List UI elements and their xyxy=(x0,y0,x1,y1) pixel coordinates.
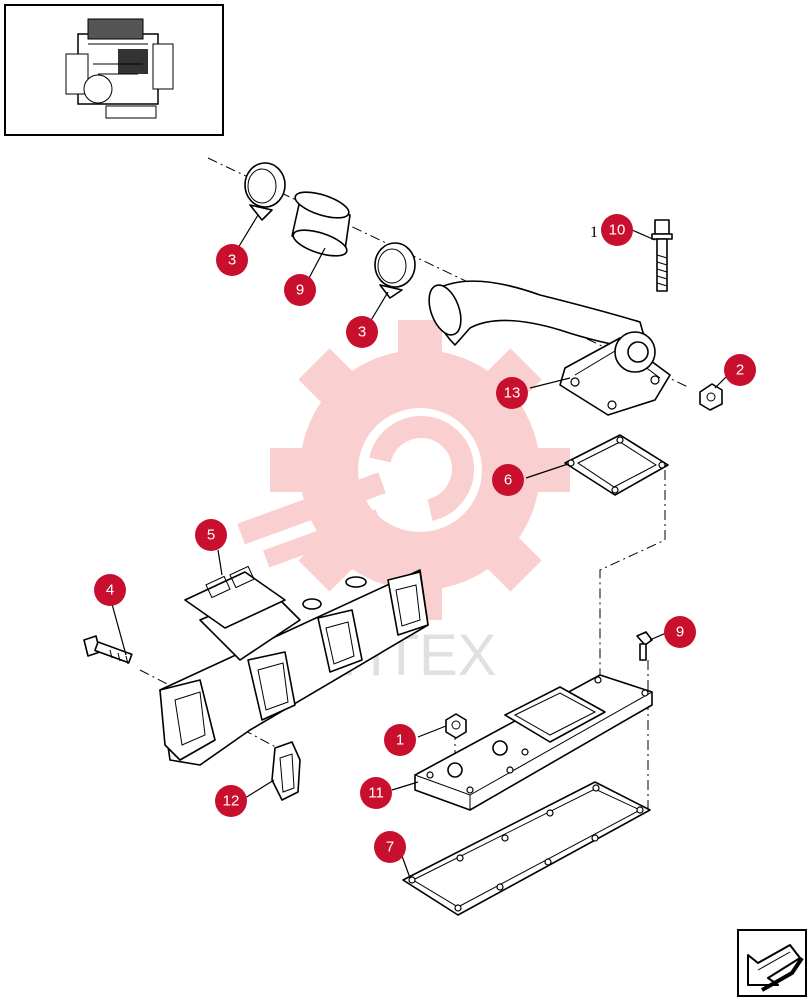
hose-clamp-right[interactable] xyxy=(374,242,416,299)
arrow-back-icon xyxy=(747,944,804,992)
engine-thumbnail[interactable] xyxy=(4,4,224,136)
callout-11[interactable]: 11 xyxy=(360,777,392,809)
hose-sleeve[interactable] xyxy=(290,187,351,261)
callout-2[interactable]: 2 xyxy=(724,354,756,386)
callout-13[interactable]: 13 xyxy=(496,377,528,409)
svg-text:9: 9 xyxy=(296,282,304,299)
callout-1[interactable]: 1 xyxy=(384,724,416,756)
svg-text:5: 5 xyxy=(207,527,215,544)
callout-9[interactable]: 9 xyxy=(664,616,696,648)
screw-small[interactable] xyxy=(636,631,653,661)
svg-text:7: 7 xyxy=(386,839,394,856)
nav-back-button[interactable] xyxy=(737,929,807,997)
callout-5[interactable]: 5 xyxy=(195,519,227,551)
gasket-plate[interactable] xyxy=(402,781,651,916)
bolt-long[interactable] xyxy=(651,219,673,292)
svg-text:13: 13 xyxy=(504,385,521,402)
svg-text:4: 4 xyxy=(106,582,114,599)
svg-text:12: 12 xyxy=(223,793,240,810)
gasket-port[interactable] xyxy=(271,741,301,801)
nut-fitting[interactable] xyxy=(445,713,467,739)
svg-text:6: 6 xyxy=(504,472,512,489)
svg-text:2: 2 xyxy=(736,362,744,379)
callout-12[interactable]: 12 xyxy=(215,785,247,817)
callout-10[interactable]: 10 xyxy=(601,214,633,246)
svg-text:9: 9 xyxy=(676,624,684,641)
bolt-manifold[interactable] xyxy=(83,635,133,665)
hose-clamp-left[interactable] xyxy=(244,162,286,221)
svg-text:3: 3 xyxy=(358,324,366,341)
exhaust-elbow-pipe[interactable] xyxy=(423,280,671,416)
svg-text:10: 10 xyxy=(609,222,626,239)
callout-8[interactable]: 9 xyxy=(284,274,316,306)
callout-6[interactable]: 6 xyxy=(492,464,524,496)
callout-3[interactable]: 3 xyxy=(346,316,378,348)
callout-4[interactable]: 4 xyxy=(94,574,126,606)
gasket-square[interactable] xyxy=(564,434,669,496)
svg-text:1: 1 xyxy=(396,732,404,749)
exhaust-manifold[interactable] xyxy=(159,565,429,766)
plug-nut[interactable] xyxy=(699,383,723,411)
engine-thumbnail-icon xyxy=(65,18,174,119)
callout-3[interactable]: 3 xyxy=(216,244,248,276)
callout-7[interactable]: 7 xyxy=(374,831,406,863)
quantity-marker: 1 xyxy=(590,224,598,241)
adapter-plate[interactable] xyxy=(414,674,653,811)
svg-text:11: 11 xyxy=(368,785,384,802)
svg-text:3: 3 xyxy=(228,252,236,269)
